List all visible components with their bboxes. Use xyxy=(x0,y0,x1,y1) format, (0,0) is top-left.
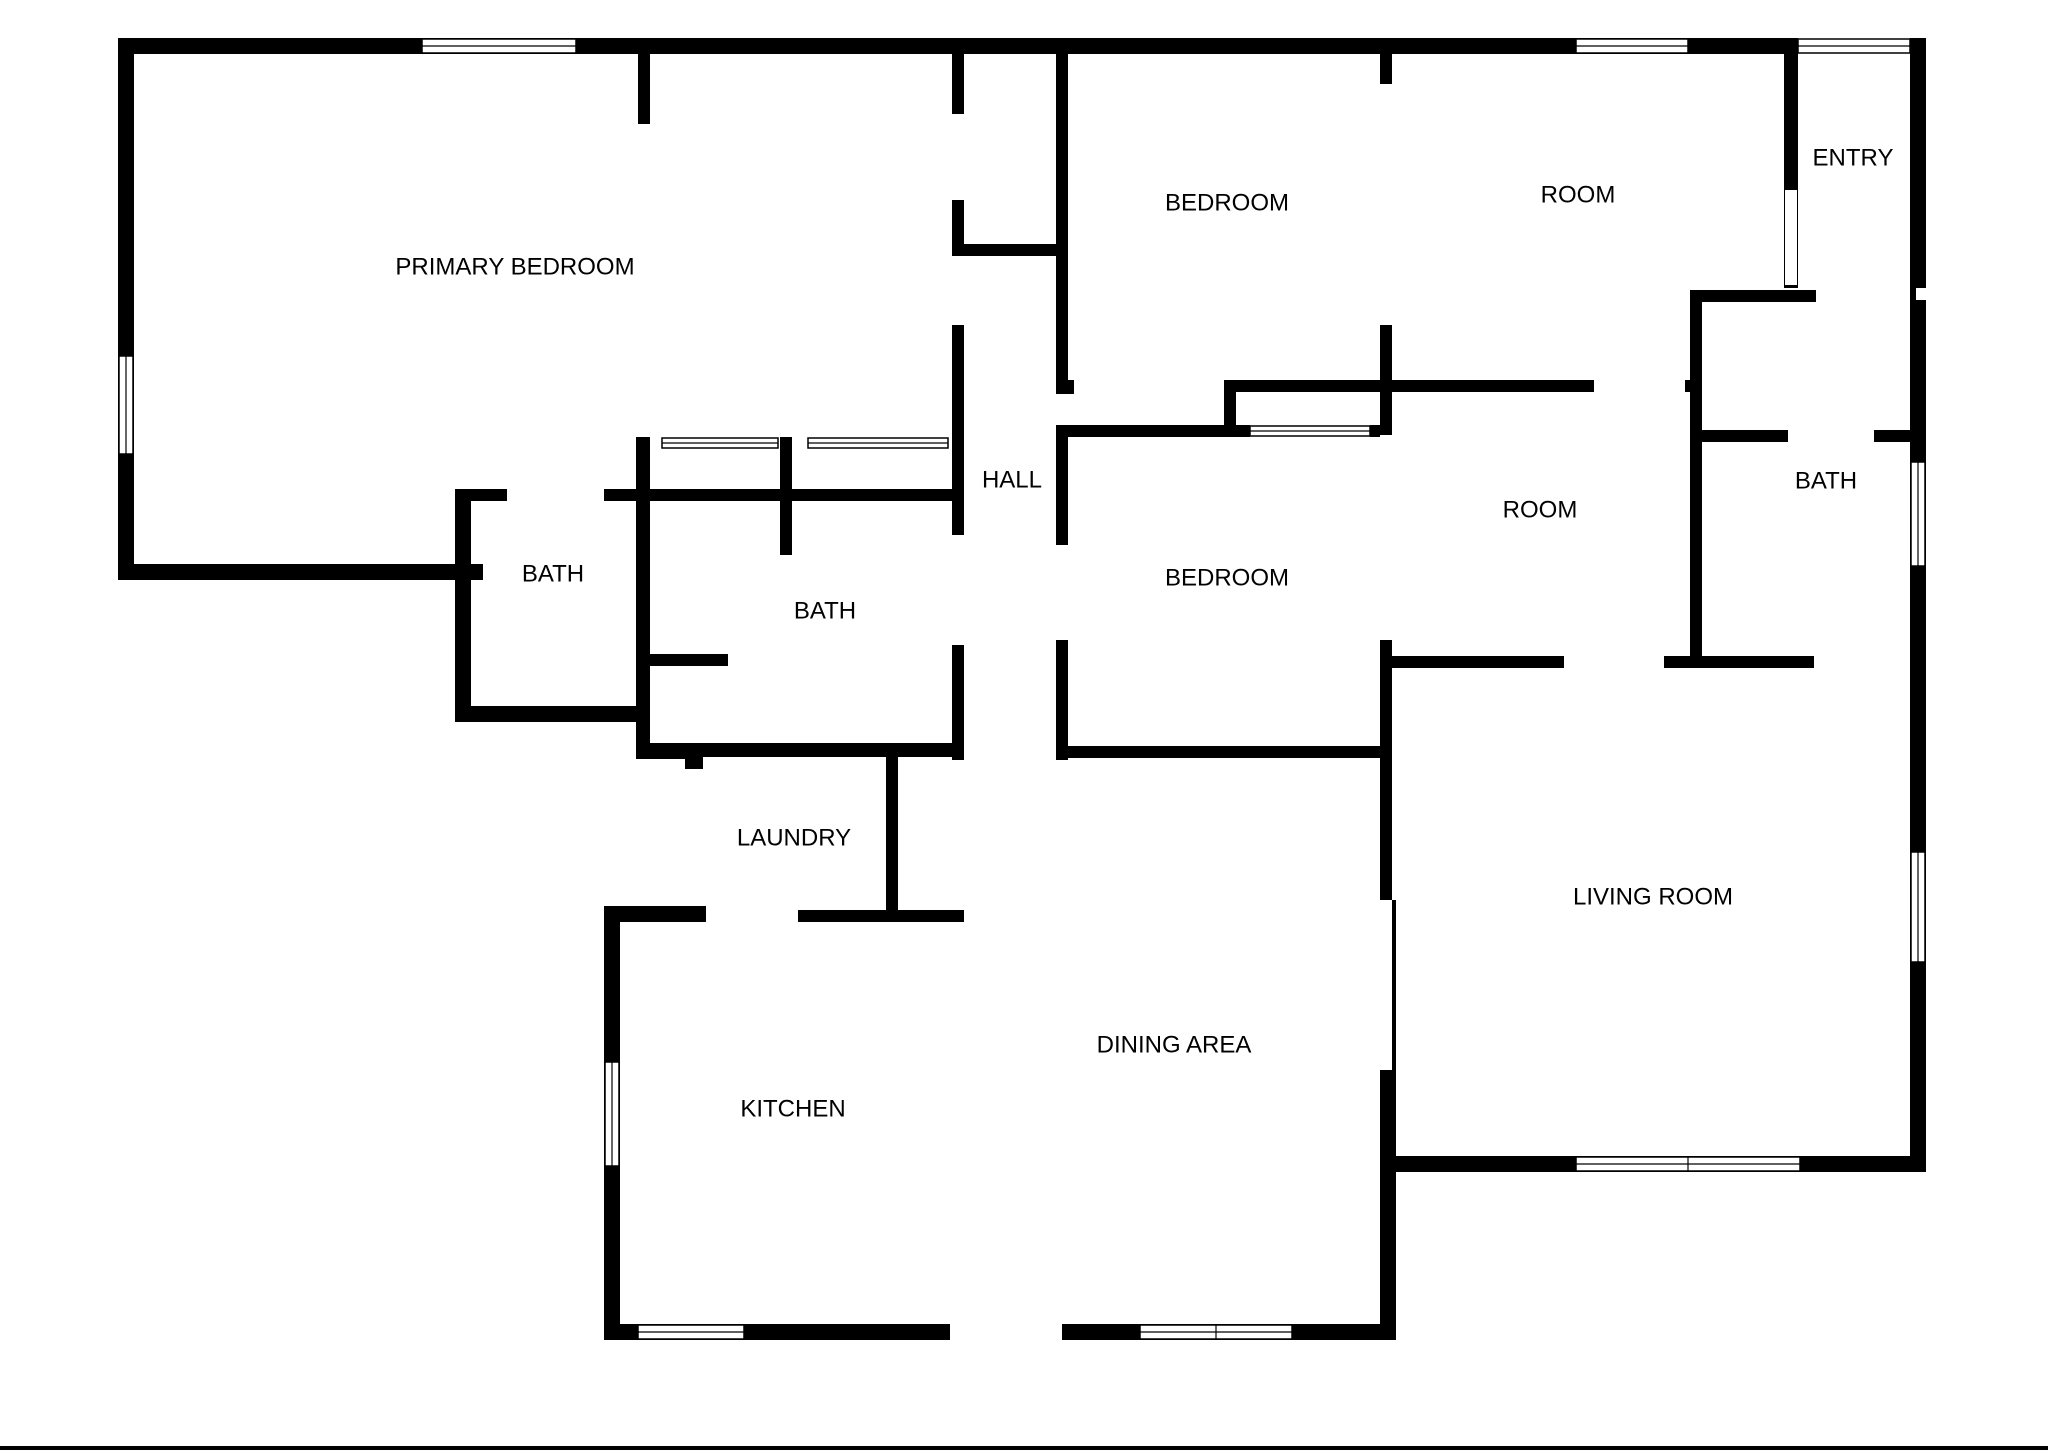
label-bath-primary: BATH xyxy=(522,560,584,587)
window-primary-left xyxy=(118,355,134,455)
walls xyxy=(118,38,1926,1340)
label-bath-hall: BATH xyxy=(794,597,856,624)
label-bedroom-1: BEDROOM xyxy=(1165,189,1289,216)
label-kitchen: KITCHEN xyxy=(740,1095,845,1122)
window-living-right xyxy=(1910,851,1926,963)
window-primary-top xyxy=(421,38,577,54)
window-kitchen-bottom xyxy=(637,1324,745,1340)
room-labels: PRIMARY BEDROOM BATH BATH HALL BEDROOM B… xyxy=(395,144,1893,1122)
label-bath-entry: BATH xyxy=(1795,467,1857,494)
window-bath-top xyxy=(661,437,949,449)
label-living-room: LIVING ROOM xyxy=(1573,883,1733,910)
label-entry: ENTRY xyxy=(1813,144,1894,171)
window-living-bottom xyxy=(1575,1156,1801,1172)
window-dining-bottom xyxy=(1139,1324,1293,1340)
label-room-lower: ROOM xyxy=(1503,496,1578,523)
bottom-divider xyxy=(0,1446,2048,1450)
windows xyxy=(118,38,1926,1340)
window-bath-right xyxy=(1910,461,1926,567)
label-bedroom-2: BEDROOM xyxy=(1165,564,1289,591)
window-entry-top xyxy=(1797,38,1911,54)
openings xyxy=(507,84,1926,1340)
window-room-top xyxy=(1575,38,1689,54)
label-dining-area: DINING AREA xyxy=(1097,1031,1252,1058)
label-hall: HALL xyxy=(982,466,1042,493)
window-bedroom-divider xyxy=(1249,425,1371,437)
label-room-upper: ROOM xyxy=(1541,181,1616,208)
window-kitchen-left xyxy=(604,1061,620,1167)
label-laundry: LAUNDRY xyxy=(737,824,851,851)
label-primary-bedroom: PRIMARY BEDROOM xyxy=(395,253,634,280)
